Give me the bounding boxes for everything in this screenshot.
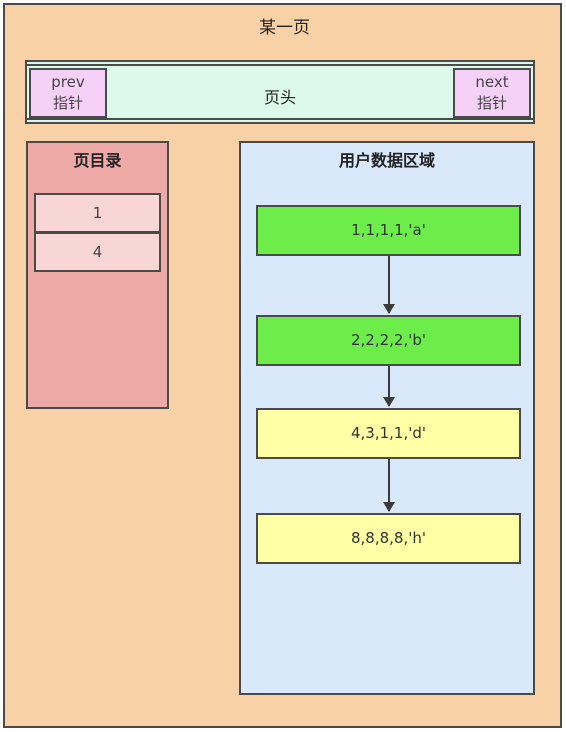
record: 2,2,2,2,'b' (256, 315, 521, 366)
next-pointer-word: next (475, 73, 509, 91)
header-top-divider (27, 64, 533, 66)
prev-pointer: prev 指针 (29, 68, 107, 118)
page-directory-title: 页目录 (73, 151, 122, 170)
header-label: 页头 (263, 88, 296, 107)
page-title: 某一页 (259, 18, 310, 38)
prev-pointer-label: 指针 (52, 94, 83, 112)
user-data-area-title: 用户数据区域 (338, 151, 435, 170)
directory-slot: 1 (34, 193, 161, 233)
prev-pointer-word: prev (51, 73, 85, 91)
page-directory: 页目录 1 4 (26, 141, 169, 409)
next-pointer-label: 指针 (476, 94, 507, 112)
record: 4,3,1,1,'d' (256, 408, 521, 459)
directory-slot: 4 (34, 232, 161, 272)
page-header: 页头 prev 指针 next 指针 (25, 60, 535, 124)
header-bottom-divider (27, 118, 533, 120)
record: 1,1,1,1,'a' (256, 205, 521, 256)
record: 8,8,8,8,'h' (256, 513, 521, 564)
next-pointer: next 指针 (453, 68, 531, 118)
